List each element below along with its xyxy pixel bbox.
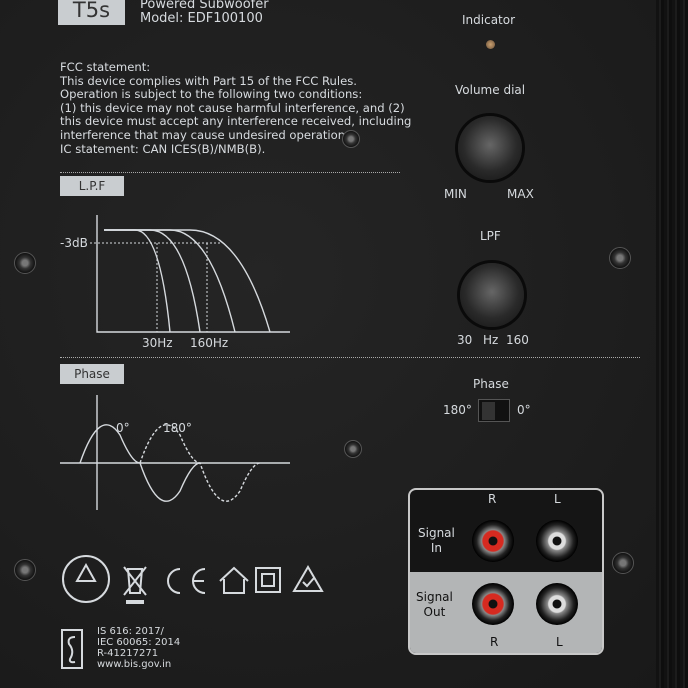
lpf-max: 160 [506, 333, 529, 347]
fcc-statement: FCC statement: This device complies with… [60, 60, 412, 156]
volume-min: MIN [444, 187, 467, 201]
lpf-dial[interactable] [460, 263, 524, 327]
phase-180: 180° [163, 421, 192, 435]
rcm-icon [292, 565, 324, 592]
r-label-bottom: R [490, 635, 499, 649]
signal-panel: R L Signal In Signal Out R L [408, 488, 604, 655]
bis-text: IS 616: 2017/ IEC 60065: 2014 R-41217271… [97, 626, 181, 670]
tuv-rheinland-icon [62, 555, 110, 603]
phase-label: Phase [473, 377, 509, 391]
phase-switch[interactable] [478, 399, 510, 422]
product-name: Powered Subwoofer [140, 0, 269, 12]
indicator-led [486, 40, 495, 49]
signal-out-r-jack[interactable] [472, 583, 514, 625]
signal-in-r-jack[interactable] [472, 520, 514, 562]
lpf-label: LPF [480, 229, 501, 243]
volume-max: MAX [507, 187, 534, 201]
screw [344, 440, 362, 458]
cabinet-edge [656, 0, 688, 688]
lpf-graph-label: L.P.F [60, 176, 124, 196]
screw [609, 247, 631, 269]
signal-out-l-jack[interactable] [536, 583, 578, 625]
bis-logo-icon [61, 629, 83, 669]
screw [342, 130, 360, 148]
signal-in-label: Signal In [418, 526, 455, 555]
signal-in-l-jack[interactable] [536, 520, 578, 562]
ce-mark-icon [167, 568, 206, 594]
lpf-low: 30Hz [142, 336, 173, 350]
screw [14, 559, 36, 581]
phase-180-label: 180° [443, 403, 472, 417]
lpf-graph [90, 215, 290, 333]
l-label-bottom: L [556, 635, 563, 649]
weee-bin-icon [123, 566, 147, 604]
lpf-level: -3dB [60, 236, 88, 250]
phase-graph-label: Phase [60, 364, 124, 384]
lpf-min: 30 [457, 333, 473, 347]
indicator-label: Indicator [462, 13, 516, 27]
phase-0-label: 0° [517, 403, 531, 417]
model-number: Model: EDF100100 [140, 11, 263, 26]
lpf-high: 160Hz [190, 336, 229, 350]
l-label: L [554, 492, 561, 506]
certification-logos [62, 555, 324, 604]
class-ii-icon [255, 567, 281, 593]
lpf-unit: Hz [483, 333, 499, 347]
signal-out-label: Signal Out [416, 590, 453, 619]
volume-dial[interactable] [458, 116, 522, 180]
divider [60, 357, 640, 358]
divider [60, 172, 400, 173]
screw [14, 252, 36, 274]
indoor-use-icon [219, 566, 249, 594]
volume-label: Volume dial [455, 83, 526, 97]
phase-0: 0° [116, 421, 130, 435]
phase-graph [60, 395, 290, 510]
screw [612, 552, 634, 574]
r-label: R [488, 492, 497, 506]
model-badge: T5s [58, 0, 125, 25]
